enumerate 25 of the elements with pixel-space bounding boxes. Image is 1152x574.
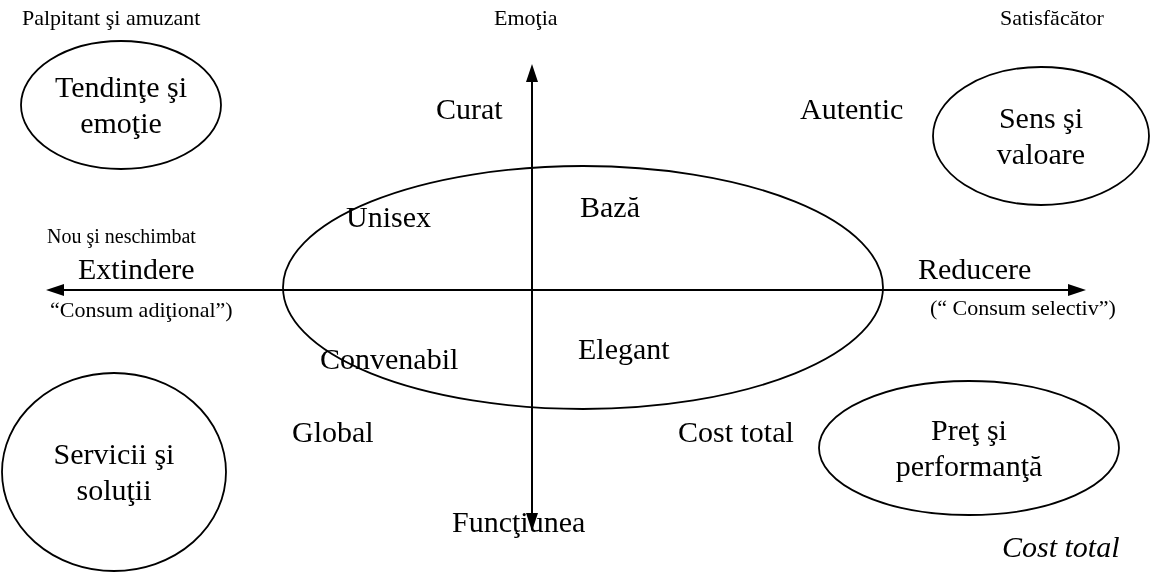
- ellipse-label: Servicii şi soluţii: [52, 436, 176, 508]
- ellipse: [282, 165, 884, 410]
- axis-label: “Consum adiţional”): [50, 297, 233, 323]
- axis-label: Reducere: [918, 252, 1032, 287]
- quadrant-label: Unisex: [346, 200, 431, 235]
- axis-label: Extindere: [78, 252, 195, 287]
- quadrant-label: Elegant: [578, 332, 670, 367]
- ellipse: [818, 380, 1120, 516]
- axis-label: Curat: [436, 92, 503, 127]
- ellipse-label: Tendinţe şi emoţie: [53, 69, 188, 141]
- ellipse: [20, 40, 222, 170]
- axis-label: (“ Consum selectiv”): [930, 295, 1116, 321]
- ellipse-label: Preţ şi performanţă: [894, 412, 1044, 484]
- ellipse: [932, 66, 1150, 206]
- axis-label: Emoţia: [494, 5, 558, 31]
- ellipse: [1, 372, 227, 572]
- axis-label: Cost total: [678, 415, 794, 450]
- axis-label: Nou şi neschimbat: [47, 225, 196, 248]
- axis-label: Satisfăcător: [1000, 5, 1104, 31]
- ellipse-label: Sens şi valoare: [995, 100, 1087, 172]
- axis-label: Cost total: [1002, 530, 1120, 565]
- axis-label: Autentic: [800, 92, 904, 127]
- axis-label: Global: [292, 415, 374, 450]
- axis-label: Palpitant şi amuzant: [22, 5, 201, 31]
- quadrant-label: Bază: [580, 190, 640, 225]
